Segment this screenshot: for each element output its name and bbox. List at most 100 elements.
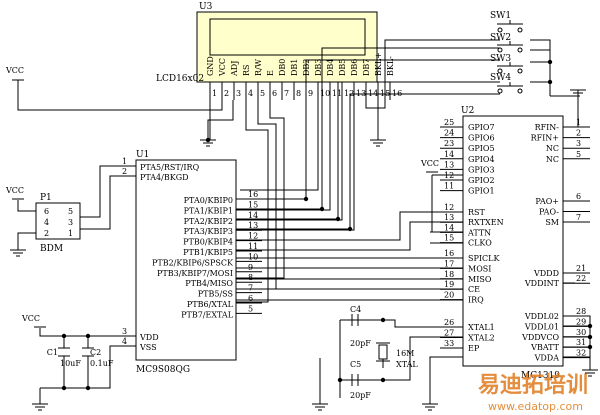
u2-pin-number: 14	[444, 150, 454, 159]
u1-pin-number: 1	[122, 157, 127, 166]
u2-pin-name: VDDINT	[524, 279, 560, 288]
u1-pin-number: 2	[122, 167, 127, 176]
u1-pin-number: 15	[248, 200, 258, 209]
lcd-pin-group: GND1VCC2ADJ3RS4R/W5E6DB07DB18DB29DB310DB…	[206, 52, 402, 100]
lcd-pin-name: DB6	[350, 59, 359, 76]
vcc-label-lcd: VCC	[5, 66, 24, 75]
c1-ref: C1	[47, 348, 58, 357]
u1-pin-name: PTA4/BKGD	[140, 173, 189, 182]
u2-pin-number: 30	[576, 328, 586, 337]
capacitor-c1: C1 10uF	[47, 347, 81, 368]
capacitor-c2: C2 0.1uF	[82, 347, 114, 368]
lcd-pin-name: DB1	[290, 59, 299, 76]
vcc-label-bdm: VCC	[5, 186, 24, 195]
u1-pin-name: PTB2/KBIP6/SPSCK	[152, 258, 234, 267]
watermark-brand: 易迪拓培训	[478, 372, 588, 398]
u2-pin-name: XTAL1	[468, 323, 495, 332]
c2-value: 0.1uF	[90, 359, 114, 368]
u2-pin-number: 12	[444, 203, 454, 212]
u1-pin-name: PTB1/KBIP5	[183, 248, 233, 257]
u1-pin-name: PTB6/XTAL	[187, 300, 234, 309]
u2-pin-number: 33	[444, 339, 454, 348]
u2-pin-name: VDDA	[534, 354, 560, 363]
u2-pin-name: VDDL01	[524, 322, 559, 331]
u2-pin-number: 28	[576, 307, 586, 316]
u2-pin-number: 27	[444, 329, 454, 338]
u1-pin-number: 11	[248, 242, 258, 251]
p1-pin-number: 1	[68, 229, 73, 238]
u2-pin-name: NC	[546, 144, 559, 153]
capacitor-c4: C4 20pF	[350, 305, 371, 348]
u1-pin-group: PTA5/RST/IRQ1PTA4/BKGD2PTA0/KBIP016PTA1/…	[118, 157, 262, 352]
vcc-symbol-lcd: VCC	[5, 66, 24, 83]
lcd-screen	[209, 18, 366, 56]
u1-pin-number: 13	[248, 221, 258, 230]
u2-pin-number: 7	[576, 213, 581, 222]
u1-pin-number: 10	[248, 252, 258, 261]
u1-pin-name: PTB3/KBIP7/MOSI	[157, 269, 233, 278]
u2-pin-name: MOSI	[468, 264, 491, 273]
u2-pin-name: VDDVCO	[521, 333, 559, 342]
u2-pin-name: GPIO3	[468, 165, 495, 174]
switch-sw1: SW1	[490, 11, 523, 33]
u2-pin-number: 13	[444, 160, 454, 169]
xtal-freq: 16M	[396, 349, 414, 358]
u2-pin-name: EP	[468, 344, 480, 353]
u2-pin-number: 20	[444, 291, 454, 300]
u2-value: MC1319	[521, 371, 560, 381]
switch-sw2: SW2	[490, 33, 523, 53]
u1-pin-number: 5	[248, 304, 253, 313]
u1-pin-name: PTA2/KBIP2	[184, 217, 233, 226]
watermark: 易迪拓培训 www.edatop.com	[478, 372, 588, 413]
lcd-pin-name: DB3	[314, 59, 323, 76]
u1-pin-number: 14	[248, 211, 258, 220]
mcu-u1: U1 MC9S08QG PTA5/RST/IRQ1PTA4/BKGD2PTA0/…	[118, 150, 262, 375]
lcd-pin-number: 6	[272, 89, 277, 98]
vcc-label-u2: VCC	[420, 159, 439, 168]
u2-pin-name: GPIO5	[468, 144, 495, 153]
u2-pin-name: GPIO6	[468, 134, 495, 143]
u2-pin-number: 3	[576, 139, 581, 148]
u1-pin-number: 7	[248, 284, 253, 293]
c4-ref: C4	[350, 305, 361, 314]
u2-pin-number: 5	[576, 150, 581, 159]
u2-pin-name: PAO-	[539, 208, 559, 217]
u1-pin-number: 12	[248, 232, 258, 241]
u2-pin-number: 14	[444, 223, 454, 232]
u2-pin-number: 24	[444, 129, 454, 138]
vcc-symbol-bdm: VCC	[5, 186, 24, 200]
u2-pin-name: SM	[545, 218, 559, 227]
vcc-symbol-u2: VCC	[420, 159, 439, 173]
u2-pin-number: 21	[576, 264, 586, 273]
p1-pin-number: 4	[44, 218, 49, 227]
lcd-pin-name: RS	[242, 64, 251, 76]
u2-pin-number: 31	[576, 338, 586, 347]
u2-pin-number: 13	[444, 213, 454, 222]
vcc-symbol-u1: VCC	[21, 314, 46, 328]
c2-ref: C2	[90, 348, 101, 357]
u2-pin-name: MISO	[468, 275, 492, 284]
u2-pin-number: 18	[444, 270, 454, 279]
u1-pin-name: PTB4/MISO	[185, 279, 233, 288]
u2-pin-name: XTAL2	[468, 334, 495, 343]
c4-value: 20pF	[350, 339, 371, 348]
capacitor-c5: C5 20pF	[350, 360, 371, 400]
lcd-pin-number: 1	[212, 89, 217, 98]
u2-pin-number: 1	[576, 118, 581, 127]
u2-pin-name: ATTN	[467, 228, 491, 237]
sw4-ref: SW4	[490, 73, 511, 83]
u2-pin-name: GPIO7	[468, 123, 495, 132]
lcd-pin-number: 7	[284, 89, 289, 98]
lcd-pin-name: DB4	[326, 59, 335, 76]
lcd-pin-number: 9	[308, 89, 313, 98]
u1-pin-number: 6	[248, 294, 253, 303]
sw2-ref: SW2	[490, 33, 511, 43]
u2-ref: U2	[461, 106, 474, 116]
u1-pin-number: 3	[122, 327, 127, 336]
watermark-url: www.edatop.com	[488, 400, 583, 413]
lcd-pin-number: 5	[260, 89, 265, 98]
transceiver-u2: U2 MC1319 GPIO725GPIO624GPIO523GPIO414GP…	[440, 106, 590, 381]
u2-pin-name: VDDL02	[524, 312, 559, 321]
p1-value: BDM	[40, 244, 63, 254]
u1-pin-name: PTB0/KBIP4	[183, 238, 233, 247]
